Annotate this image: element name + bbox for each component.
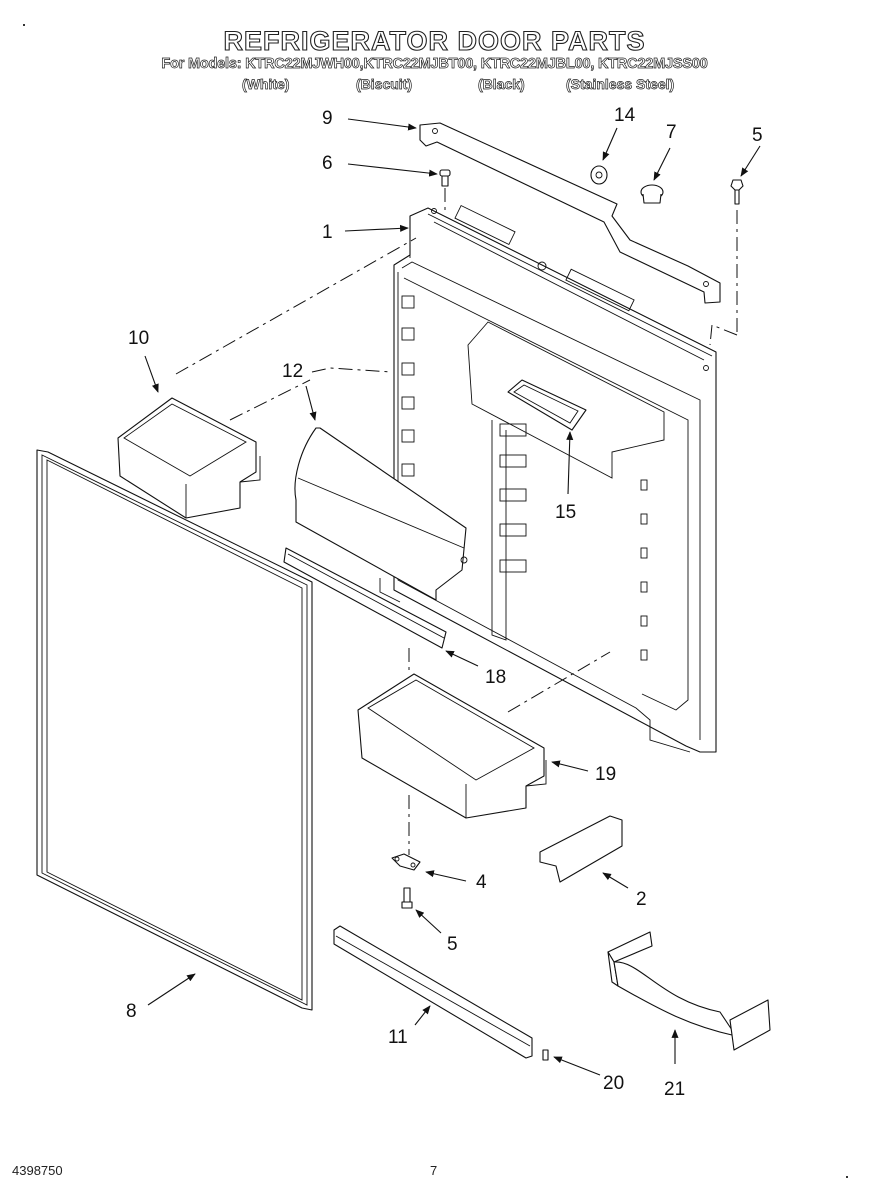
part-9-hinge-cover[interactable] [419,122,721,304]
callout-21: 21 [664,1079,685,1100]
callout-15: 15 [555,502,576,523]
finish-biscuit: (Biscuit) [356,76,413,93]
part-7-plug[interactable] [640,184,664,204]
callout-2: 2 [636,889,647,910]
part-4-bracket[interactable] [391,853,421,871]
callout-19: 19 [595,764,616,785]
finish-white: (White) [242,76,290,93]
callout-6: 6 [322,153,333,174]
part-14-bushing[interactable] [590,165,608,185]
part-6-hinge-pin[interactable] [439,169,451,210]
callout-5-bottom: 5 [447,934,458,955]
finish-black: (Black) [478,76,525,93]
scan-speck [23,24,25,26]
callout-14: 14 [614,105,636,126]
callout-8: 8 [126,1001,137,1022]
callout-7: 7 [666,122,677,143]
part-5-screw-bottom[interactable] [401,887,413,909]
page-title: REFRIGERATOR DOOR PARTS [223,25,646,56]
scan-speck [846,1176,848,1178]
callout-20: 20 [603,1073,624,1094]
part-11-trim-strip[interactable] [333,925,533,1059]
callout-11: 11 [388,1027,408,1048]
part-5-screw-top[interactable] [709,179,744,346]
part-21-egg-tray[interactable] [607,931,771,1051]
callout-1: 1 [322,222,333,243]
page-number: 7 [430,1163,438,1178]
part-8-door-gasket[interactable] [36,449,313,1011]
callout-10: 10 [128,328,149,349]
part-20-end-cap[interactable] [542,1049,549,1061]
part-2-door-handle-trim[interactable] [539,815,623,883]
callout-5-top: 5 [752,125,763,146]
finish-stainless: (Stainless Steel) [566,76,675,93]
part-12-dairy-door[interactable] [294,427,468,603]
model-list: For Models: KTRC22MJWH00,KTRC22MJBT00, K… [161,56,708,73]
part-15-tray[interactable] [507,379,587,431]
part-10-bin-small[interactable] [117,397,261,519]
document-number: 4398750 [12,1163,63,1178]
part-1-door-assembly[interactable] [393,204,717,753]
callout-12: 12 [282,361,303,382]
part-19-bin-large[interactable] [357,673,547,855]
callout-4: 4 [476,872,487,893]
leader-lines [144,118,761,1076]
callout-9: 9 [322,108,333,129]
part-18-trim-strip[interactable] [283,547,447,649]
callout-18: 18 [485,667,506,688]
